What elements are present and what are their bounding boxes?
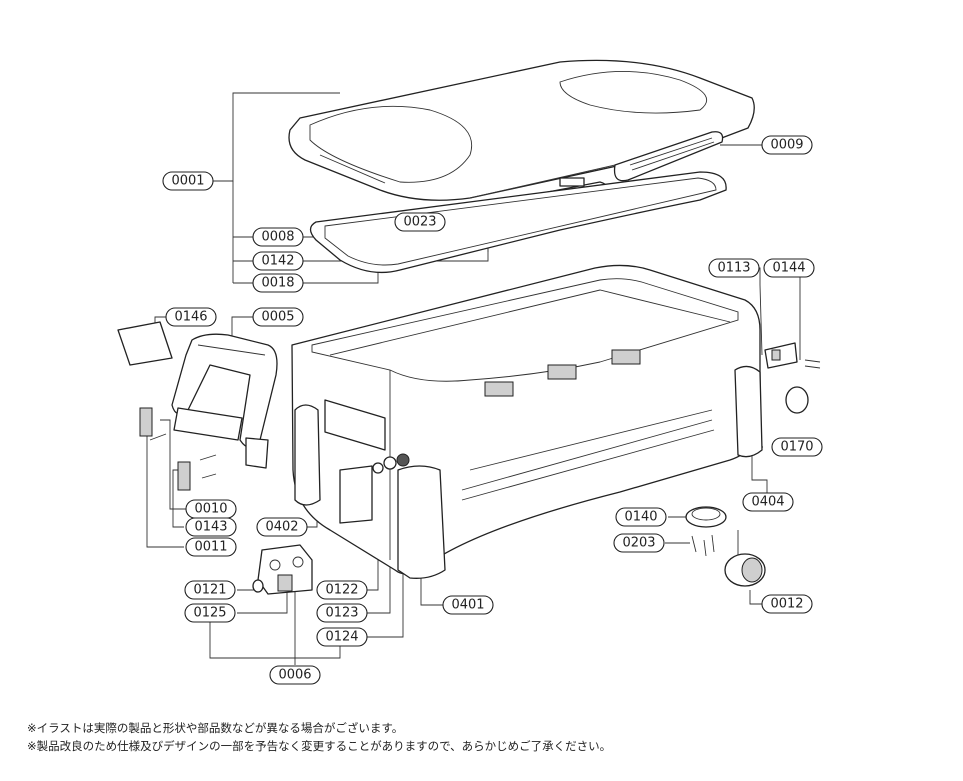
tag-0123: 0123 [316,603,368,623]
tag-0140-text: 0140 [624,510,657,525]
tag-0012: 0012 [761,594,813,614]
footnote-2: ※製品改良のため仕様及びデザインの一部を予告なく変更することがありますので、あら… [27,739,612,753]
tag-0001: 0001 [162,171,214,191]
tag-0142: 0142 [252,251,304,271]
bracket-part-0113 [764,342,821,369]
tag-0144-text: 0144 [772,261,805,276]
tag-0010-text: 0010 [194,502,227,517]
tag-0012-text: 0012 [770,597,803,612]
tag-0010: 0010 [185,499,237,519]
small-parts-0010-0143-0011 [139,407,217,491]
tag-0121: 0121 [184,580,236,600]
tag-0123-text: 0123 [325,606,358,621]
tag-0011: 0011 [185,537,237,557]
tag-0008: 0008 [252,227,304,247]
tag-0140: 0140 [615,507,667,527]
hinge-part-0009 [613,131,724,182]
tag-0121-text: 0121 [193,583,226,598]
body-part-0401 [291,264,763,579]
tag-0008-text: 0008 [261,230,294,245]
tag-0142-text: 0142 [261,254,294,269]
tag-0005-text: 0005 [261,310,294,325]
tag-0009: 0009 [761,135,813,155]
tag-0005: 0005 [252,307,304,327]
tag-0113-text: 0113 [717,261,750,276]
tag-0203: 0203 [613,533,665,553]
tag-0170-text: 0170 [780,440,813,455]
caster-plate-0140 [685,506,727,557]
tag-0170: 0170 [771,437,823,457]
tag-0125-text: 0125 [193,606,226,621]
tag-0018: 0018 [252,273,304,293]
tag-0404: 0404 [742,492,794,512]
lid-part-0001 [288,59,755,201]
tag-0402: 0402 [256,517,308,537]
tag-0023-text: 0023 [403,215,436,230]
handle-part-0005 [117,321,278,469]
tag-0124-text: 0124 [325,630,358,645]
tag-0011-text: 0011 [194,540,227,555]
tag-0146-text: 0146 [174,310,207,325]
rings-0122-0123-0124 [372,453,410,474]
cap-part-0170 [785,386,809,414]
tag-0122-text: 0122 [325,583,358,598]
tag-0001-text: 0001 [171,174,204,189]
footnote-1: ※イラストは実際の製品と形状や部品数などが異なる場合がございます。 [27,721,404,735]
tag-0401-text: 0401 [451,598,484,613]
tag-0023: 0023 [394,212,446,232]
tag-0125: 0125 [184,603,236,623]
tag-0143-text: 0143 [194,520,227,535]
tag-0009-text: 0009 [770,138,803,153]
tag-0404-text: 0404 [751,495,784,510]
tag-0018-text: 0018 [261,276,294,291]
gasket-part-0018 [309,171,727,274]
tag-0146: 0146 [165,307,217,327]
caster-part-0012 [724,530,766,587]
tag-0143: 0143 [185,517,237,537]
tag-0402-text: 0402 [265,520,298,535]
tag-0113: 0113 [708,258,760,278]
tag-0144: 0144 [763,258,815,278]
drain-part-0006 [252,544,313,595]
footnotes: ※イラストは実際の製品と形状や部品数などが異なる場合がございます。 ※製品改良の… [27,719,611,755]
tag-0006-text: 0006 [278,668,311,683]
tag-0401: 0401 [442,595,494,615]
tag-0203-text: 0203 [622,536,655,551]
tag-0006: 0006 [269,665,321,685]
tag-0124: 0124 [316,627,368,647]
tag-0122: 0122 [316,580,368,600]
